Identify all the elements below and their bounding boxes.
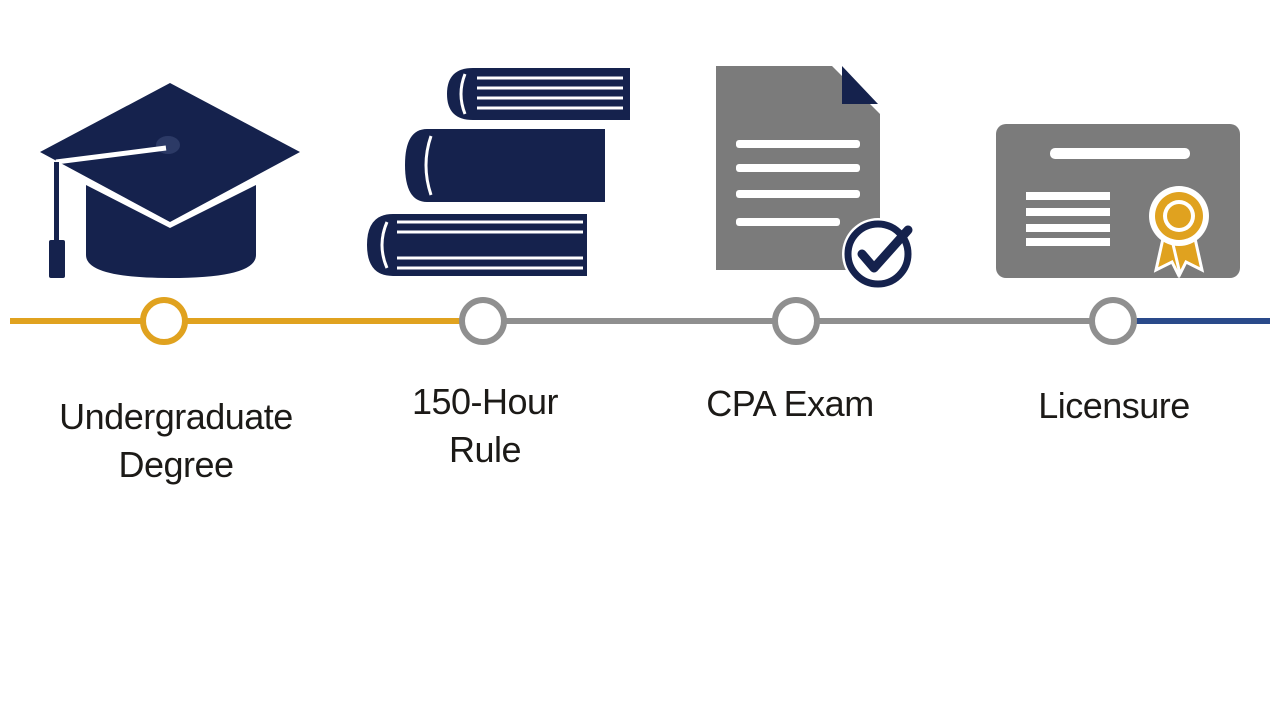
step-label-cpa-exam: CPA Exam — [680, 380, 900, 428]
step-label-line: 150-Hour — [411, 381, 559, 422]
exam-document-check-icon — [712, 62, 922, 292]
step-marker-cpa-exam — [772, 297, 820, 345]
step-label-licensure: Licensure — [1004, 382, 1224, 430]
step-label-line: Undergraduate — [59, 396, 293, 437]
books-stack-icon — [365, 64, 635, 284]
step-marker-licensure — [1089, 297, 1137, 345]
step-label-line: CPA Exam — [706, 383, 874, 424]
step-label-150-hour: 150-Hour Rule — [375, 378, 595, 474]
step-label-line: Rule — [448, 429, 522, 470]
step-label-undergraduate: Undergraduate Degree — [26, 393, 326, 489]
license-certificate-icon — [996, 122, 1242, 280]
step-label-line: Degree — [118, 444, 234, 485]
step-marker-undergraduate — [140, 297, 188, 345]
step-marker-150-hour — [459, 297, 507, 345]
step-label-line: Licensure — [1038, 385, 1190, 426]
graduation-cap-icon — [38, 80, 303, 285]
